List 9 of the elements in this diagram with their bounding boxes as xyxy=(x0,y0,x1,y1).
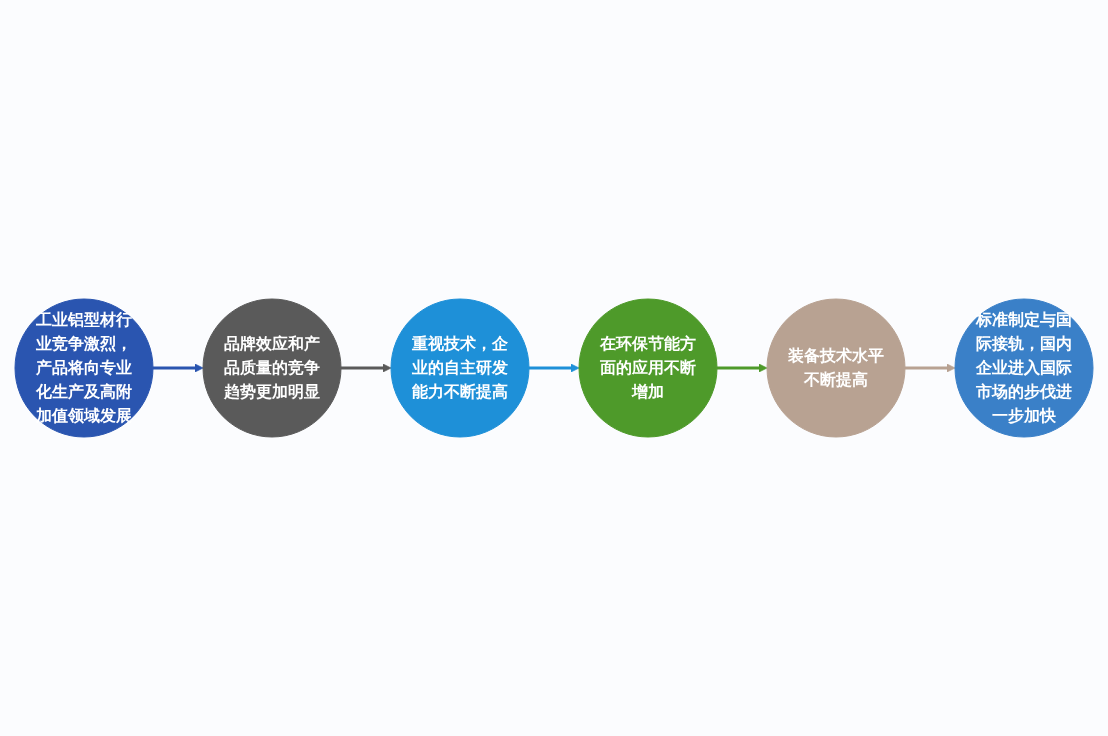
arrow xyxy=(341,363,392,373)
node-circle: 在环保节能方面的应用不断增加 xyxy=(578,298,718,438)
arrow xyxy=(905,363,956,373)
node-circle: 装备技术水平不断提高 xyxy=(766,298,906,438)
node-circle: 重视技术，企业的自主研发能力不断提高 xyxy=(390,298,530,438)
arrow xyxy=(529,363,580,373)
arrow xyxy=(153,363,204,373)
node-circle: 品牌效应和产品质量的竞争趋势更加明显 xyxy=(202,298,342,438)
arrow xyxy=(717,363,768,373)
